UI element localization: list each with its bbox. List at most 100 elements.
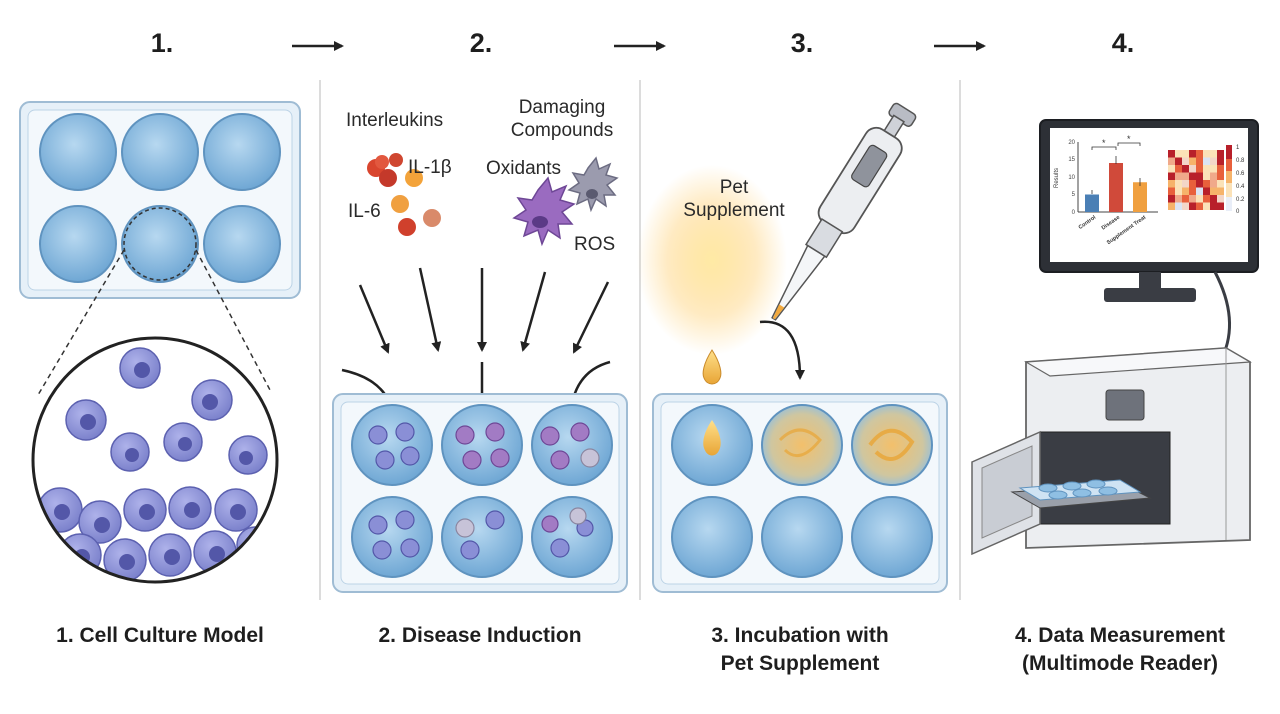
multimode-reader bbox=[971, 347, 1252, 556]
heatmap-cell bbox=[1217, 180, 1224, 188]
heatmap-cell bbox=[1189, 187, 1196, 195]
caption-step1: 1. Cell Culture Model bbox=[56, 624, 264, 647]
heatmap-cell bbox=[1210, 150, 1217, 158]
y-axis-label: Results bbox=[1054, 168, 1060, 188]
colorbar-tick: 1 bbox=[1236, 145, 1240, 151]
step-number-1: 1. bbox=[150, 28, 174, 58]
heatmap-cell bbox=[1189, 150, 1196, 158]
heatmap-cell bbox=[1182, 172, 1189, 180]
colorbar-tick: 0.8 bbox=[1236, 158, 1245, 164]
heatmap-cell bbox=[1175, 187, 1182, 195]
heatmap-cell bbox=[1203, 180, 1210, 188]
heatmap-cell bbox=[1217, 202, 1224, 210]
supplement-arrow bbox=[759, 320, 805, 380]
caption-step4: 4. Data Measurement(Multimode Reader) bbox=[1014, 624, 1226, 675]
heatmap-cell bbox=[1182, 165, 1189, 173]
y-tick: 0 bbox=[1072, 210, 1076, 216]
bar-disease bbox=[1109, 163, 1123, 212]
heatmap-cell bbox=[1210, 157, 1217, 165]
colorbar-tick: 0.6 bbox=[1236, 171, 1245, 177]
heatmap-cell bbox=[1196, 172, 1203, 180]
heatmap-cell bbox=[1203, 187, 1210, 195]
zoom-lines bbox=[37, 249, 271, 396]
heatmap-cell bbox=[1182, 202, 1189, 210]
y-tick: 20 bbox=[1068, 140, 1075, 146]
heatmap-cell bbox=[1175, 157, 1182, 165]
heatmap-cell bbox=[1168, 165, 1175, 173]
heatmap-cell bbox=[1196, 180, 1203, 188]
significance-star: * bbox=[1127, 134, 1131, 144]
heatmap-cell bbox=[1168, 150, 1175, 158]
il6-label: IL-6 bbox=[348, 201, 381, 222]
supplement-glow bbox=[637, 165, 787, 355]
heatmap-cell bbox=[1189, 165, 1196, 173]
step-number-2: 2. bbox=[469, 28, 493, 58]
heatmap-cell bbox=[1168, 195, 1175, 203]
heatmap-cell bbox=[1210, 172, 1217, 180]
ros-label: ROS bbox=[574, 234, 616, 255]
interleukins-label: Interleukins bbox=[346, 110, 444, 131]
colorbar-tick: 0.4 bbox=[1236, 184, 1245, 190]
heatmap-cell bbox=[1189, 202, 1196, 210]
heatmap-cell bbox=[1182, 195, 1189, 203]
heatmap-colorbar: 1 0.8 0.6 0.4 0.2 0 bbox=[1226, 145, 1245, 215]
heatmap bbox=[1168, 150, 1224, 210]
well-plate-step1 bbox=[19, 101, 301, 299]
heatmap-cell bbox=[1196, 157, 1203, 165]
heatmap-cell bbox=[1203, 172, 1210, 180]
heatmap-cell bbox=[1175, 150, 1182, 158]
colorbar-tick: 0 bbox=[1236, 209, 1240, 215]
supplement-drop bbox=[702, 349, 722, 385]
heatmap-cell bbox=[1168, 172, 1175, 180]
heatmap-cell bbox=[1217, 195, 1224, 203]
monitor bbox=[1039, 119, 1259, 359]
heatmap-cell bbox=[1175, 172, 1182, 180]
heatmap-cell bbox=[1189, 180, 1196, 188]
pipette bbox=[771, 102, 917, 321]
bar-control bbox=[1085, 194, 1099, 212]
heatmap-cell bbox=[1217, 187, 1224, 195]
oxidant-particles bbox=[512, 156, 619, 247]
y-tick: 5 bbox=[1072, 192, 1076, 198]
interleukin-molecules bbox=[367, 153, 441, 236]
heatmap-cell bbox=[1203, 195, 1210, 203]
oxidants-label: Oxidants bbox=[486, 158, 561, 179]
heatmap-cell bbox=[1210, 195, 1217, 203]
heatmap-cell bbox=[1210, 180, 1217, 188]
bar-supplement bbox=[1133, 182, 1147, 212]
heatmap-cell bbox=[1168, 180, 1175, 188]
well-plate-step3 bbox=[652, 393, 948, 593]
heatmap-cell bbox=[1217, 172, 1224, 180]
significance-star: * bbox=[1102, 138, 1106, 148]
heatmap-cell bbox=[1196, 187, 1203, 195]
heatmap-cell bbox=[1217, 165, 1224, 173]
heatmap-cell bbox=[1189, 195, 1196, 203]
heatmap-cell bbox=[1203, 165, 1210, 173]
heatmap-cell bbox=[1168, 187, 1175, 195]
y-tick: 10 bbox=[1068, 175, 1075, 181]
heatmap-cell bbox=[1182, 187, 1189, 195]
well-plate-step2 bbox=[332, 393, 628, 593]
heatmap-cell bbox=[1175, 195, 1182, 203]
heatmap-cell bbox=[1175, 202, 1182, 210]
heatmap-cell bbox=[1168, 202, 1175, 210]
induction-arrows bbox=[341, 267, 611, 422]
magnified-cells bbox=[31, 336, 279, 584]
heatmap-cell bbox=[1210, 165, 1217, 173]
heatmap-cell bbox=[1203, 150, 1210, 158]
heatmap-cell bbox=[1217, 150, 1224, 158]
heatmap-cell bbox=[1182, 157, 1189, 165]
heatmap-cell bbox=[1196, 150, 1203, 158]
y-tick: 15 bbox=[1068, 157, 1075, 163]
heatmap-cell bbox=[1210, 202, 1217, 210]
colorbar-tick: 0.2 bbox=[1236, 197, 1245, 203]
heatmap-cell bbox=[1182, 150, 1189, 158]
caption-step2: 2. Disease Induction bbox=[378, 624, 582, 647]
il1b-label: IL-1β bbox=[408, 157, 452, 178]
heatmap-cell bbox=[1175, 165, 1182, 173]
heatmap-cell bbox=[1168, 157, 1175, 165]
